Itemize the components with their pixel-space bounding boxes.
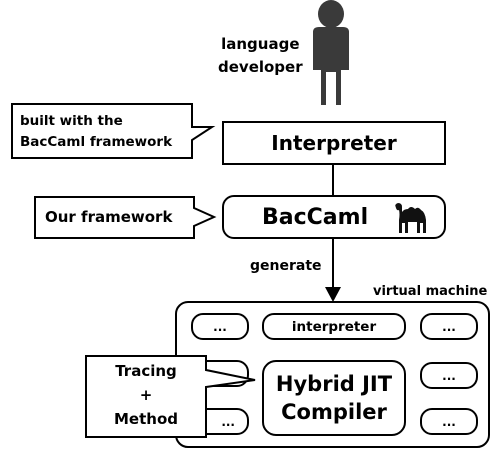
jit-line1: Hybrid JIT [275,372,393,396]
ellipsis-text: ... [213,319,227,334]
vm-ellipsis-pill-top-left: ... [191,313,249,340]
person-label-line1: language [221,35,300,53]
ellipsis-text: ... [442,319,456,334]
builtwith-note-text: built with the BacCaml framework [20,111,172,153]
vm-interpreter-label: interpreter [291,318,377,335]
callout-builtwith [11,103,216,159]
tracing-line1: Tracing [115,362,177,380]
builtwith-line2: BacCaml framework [20,134,173,150]
generate-arrowhead [325,287,341,302]
tracing-line2: + [139,386,153,404]
ourframework-label: Our framework [45,208,173,226]
jit-line2: Compiler [281,400,387,424]
builtwith-line1: built with the [20,113,123,129]
interpreter-label: Interpreter [271,131,397,155]
vm-ellipsis-pill-bottom-right: ... [420,408,478,435]
person-label-line2: developer [218,58,303,76]
callout-ourframework [34,196,217,239]
hybrid-jit-box: Hybrid JIT Compiler [262,360,406,436]
tracing-line3: Method [114,410,178,428]
baccaml-label: BacCaml [262,204,369,230]
generate-label: generate [250,258,322,274]
vm-ellipsis-pill-mid-right: ... [420,362,478,389]
vm-interpreter-pill: interpreter [262,313,406,340]
ellipsis-text: ... [221,414,235,429]
person-label: language developer [218,33,303,79]
baccaml-box: BacCaml [222,195,446,239]
interpreter-box: Interpreter [222,121,446,165]
ellipsis-text: ... [442,368,456,383]
tracing-note-text: Tracing + Method [86,359,206,431]
vm-label: virtual machine [373,284,488,299]
ellipsis-text: ... [442,414,456,429]
camel-icon [390,200,432,242]
vm-ellipsis-pill-top-right: ... [420,313,478,340]
person-icon [313,0,349,105]
